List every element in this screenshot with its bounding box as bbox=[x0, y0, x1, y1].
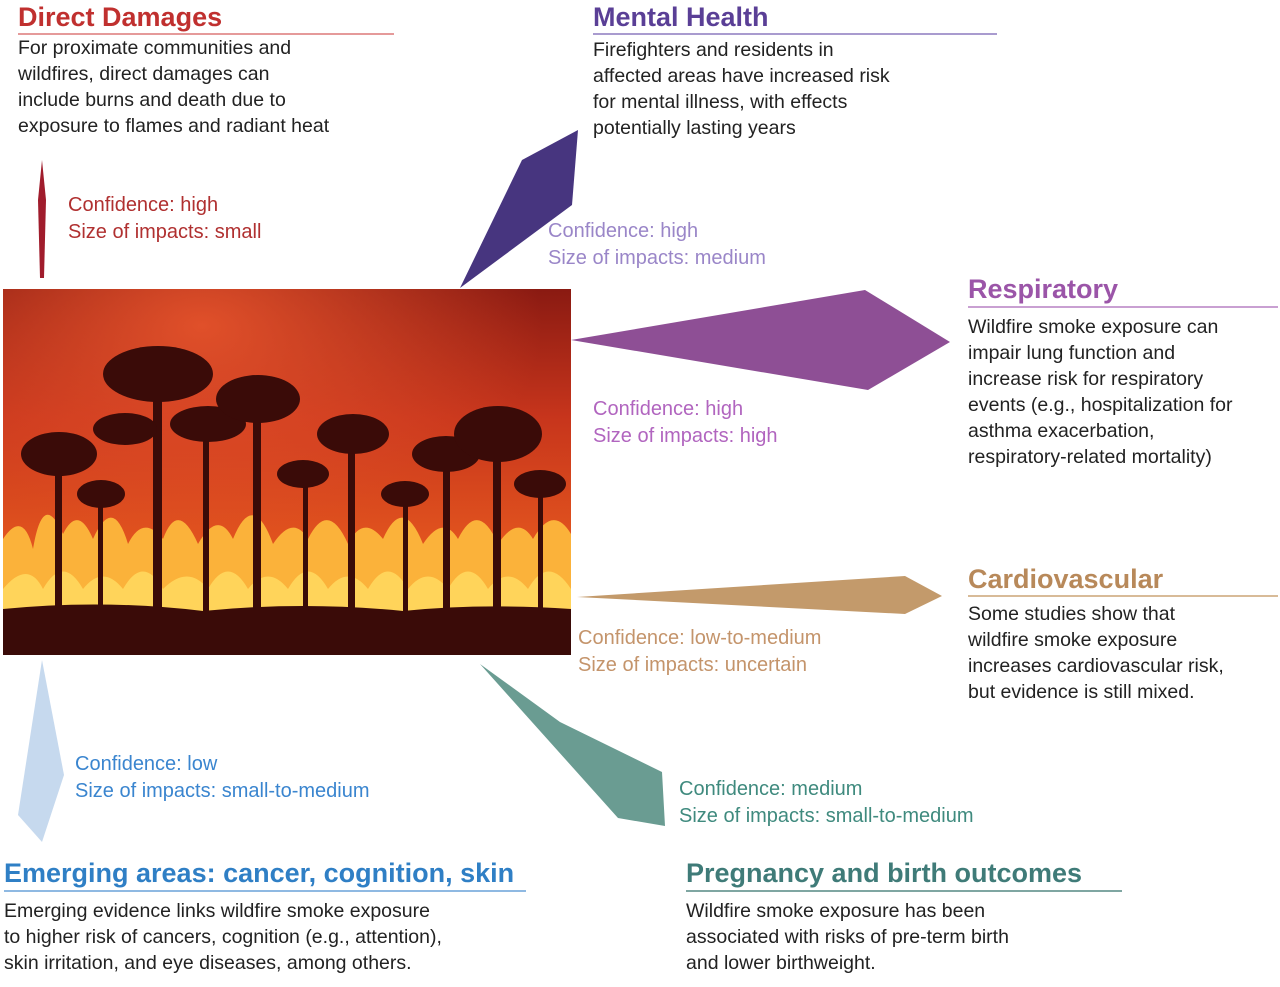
emerging-areas-rule bbox=[4, 890, 526, 892]
emerging-areas-arrow bbox=[18, 660, 64, 842]
pregnancy-section: Pregnancy and birth outcomes Wildfire sm… bbox=[686, 857, 1122, 976]
confidence-label: Confidence: low bbox=[75, 753, 218, 775]
respiratory-section: Respiratory Wildfire smoke exposure can … bbox=[968, 273, 1278, 470]
pregnancy-title: Pregnancy and birth outcomes bbox=[686, 858, 1083, 888]
mental-health-rule bbox=[593, 33, 997, 35]
confidence-label: Confidence: high bbox=[593, 398, 744, 420]
body-line: associated with risks of pre-term birth bbox=[686, 926, 1009, 948]
body-line: Some studies show that bbox=[968, 603, 1176, 625]
body-line: include burns and death due to bbox=[18, 89, 286, 111]
body-line: For proximate communities and bbox=[18, 37, 292, 59]
direct-damages-section: Direct Damages For proximate communities… bbox=[18, 1, 394, 139]
cardiovascular-body: Some studies show that wildfire smoke ex… bbox=[968, 601, 1278, 705]
cardiovascular-section: Cardiovascular Some studies show that wi… bbox=[968, 563, 1278, 705]
pregnancy-arrow bbox=[480, 664, 665, 826]
body-line: skin irritation, and eye diseases, among… bbox=[4, 952, 412, 974]
pregnancy-confidence: Confidence: medium Size of impacts: smal… bbox=[679, 776, 974, 830]
confidence-label: Confidence: medium bbox=[679, 778, 863, 800]
direct-damages-rule bbox=[18, 33, 394, 35]
cardiovascular-rule bbox=[968, 595, 1278, 597]
pregnancy-rule bbox=[686, 890, 1122, 892]
size-label: Size of impacts: uncertain bbox=[578, 654, 807, 676]
body-line: to higher risk of cancers, cognition (e.… bbox=[4, 926, 442, 948]
pregnancy-body: Wildfire smoke exposure has been associa… bbox=[686, 898, 1122, 976]
mental-health-body: Firefighters and residents in affected a… bbox=[593, 37, 997, 141]
body-line: respiratory-related mortality) bbox=[968, 446, 1212, 468]
respiratory-body: Wildfire smoke exposure can impair lung … bbox=[968, 314, 1278, 470]
cardiovascular-confidence: Confidence: low-to-medium Size of impact… bbox=[578, 625, 821, 679]
body-line: wildfires, direct damages can bbox=[18, 63, 270, 85]
body-line: Wildfire smoke exposure can bbox=[968, 316, 1219, 338]
body-line: and lower birthweight. bbox=[686, 952, 876, 974]
confidence-label: Confidence: low-to-medium bbox=[578, 627, 822, 649]
body-line: affected areas have increased risk bbox=[593, 65, 890, 87]
confidence-label: Confidence: high bbox=[68, 194, 219, 216]
respiratory-confidence: Confidence: high Size of impacts: high bbox=[593, 396, 778, 450]
body-line: wildfire smoke exposure bbox=[968, 629, 1178, 651]
size-label: Size of impacts: small-to-medium bbox=[75, 780, 370, 802]
forest-fire-image bbox=[3, 289, 571, 655]
body-line: impair lung function and bbox=[968, 342, 1176, 364]
body-line: increase risk for respiratory bbox=[968, 368, 1204, 390]
confidence-label: Confidence: high bbox=[548, 220, 699, 242]
mental-health-arrow bbox=[460, 130, 578, 288]
body-line: asthma exacerbation, bbox=[968, 420, 1155, 442]
emerging-areas-confidence: Confidence: low Size of impacts: small-t… bbox=[75, 751, 370, 805]
body-line: for mental illness, with effects bbox=[593, 91, 848, 113]
mental-health-section: Mental Health Firefighters and residents… bbox=[593, 1, 997, 141]
respiratory-rule bbox=[968, 306, 1278, 308]
emerging-areas-title: Emerging areas: cancer, cognition, skin bbox=[4, 858, 515, 888]
emerging-areas-section: Emerging areas: cancer, cognition, skin … bbox=[4, 857, 526, 976]
body-line: events (e.g., hospitalization for bbox=[968, 394, 1233, 416]
body-line: exposure to flames and radiant heat bbox=[18, 115, 330, 137]
direct-damages-body: For proximate communities and wildfires,… bbox=[18, 35, 394, 139]
emerging-areas-body: Emerging evidence links wildfire smoke e… bbox=[4, 898, 526, 976]
direct-damages-confidence: Confidence: high Size of impacts: small bbox=[68, 192, 261, 246]
body-line: Wildfire smoke exposure has been bbox=[686, 900, 986, 922]
size-label: Size of impacts: small-to-medium bbox=[679, 805, 974, 827]
cardiovascular-arrow bbox=[577, 576, 942, 614]
mental-health-confidence: Confidence: high Size of impacts: medium bbox=[548, 218, 766, 272]
direct-damages-title: Direct Damages bbox=[18, 2, 223, 32]
body-line: but evidence is still mixed. bbox=[968, 681, 1195, 703]
respiratory-title: Respiratory bbox=[968, 274, 1119, 304]
cardiovascular-title: Cardiovascular bbox=[968, 564, 1164, 594]
size-label: Size of impacts: small bbox=[68, 221, 262, 243]
body-line: increases cardiovascular risk, bbox=[968, 655, 1224, 677]
respiratory-arrow bbox=[571, 290, 950, 390]
size-label: Size of impacts: high bbox=[593, 425, 778, 447]
body-line: Firefighters and residents in bbox=[593, 39, 834, 61]
body-line: Emerging evidence links wildfire smoke e… bbox=[4, 900, 430, 922]
direct-damages-arrow bbox=[38, 160, 46, 278]
mental-health-title: Mental Health bbox=[593, 2, 769, 32]
body-line: potentially lasting years bbox=[593, 117, 796, 139]
size-label: Size of impacts: medium bbox=[548, 247, 766, 269]
